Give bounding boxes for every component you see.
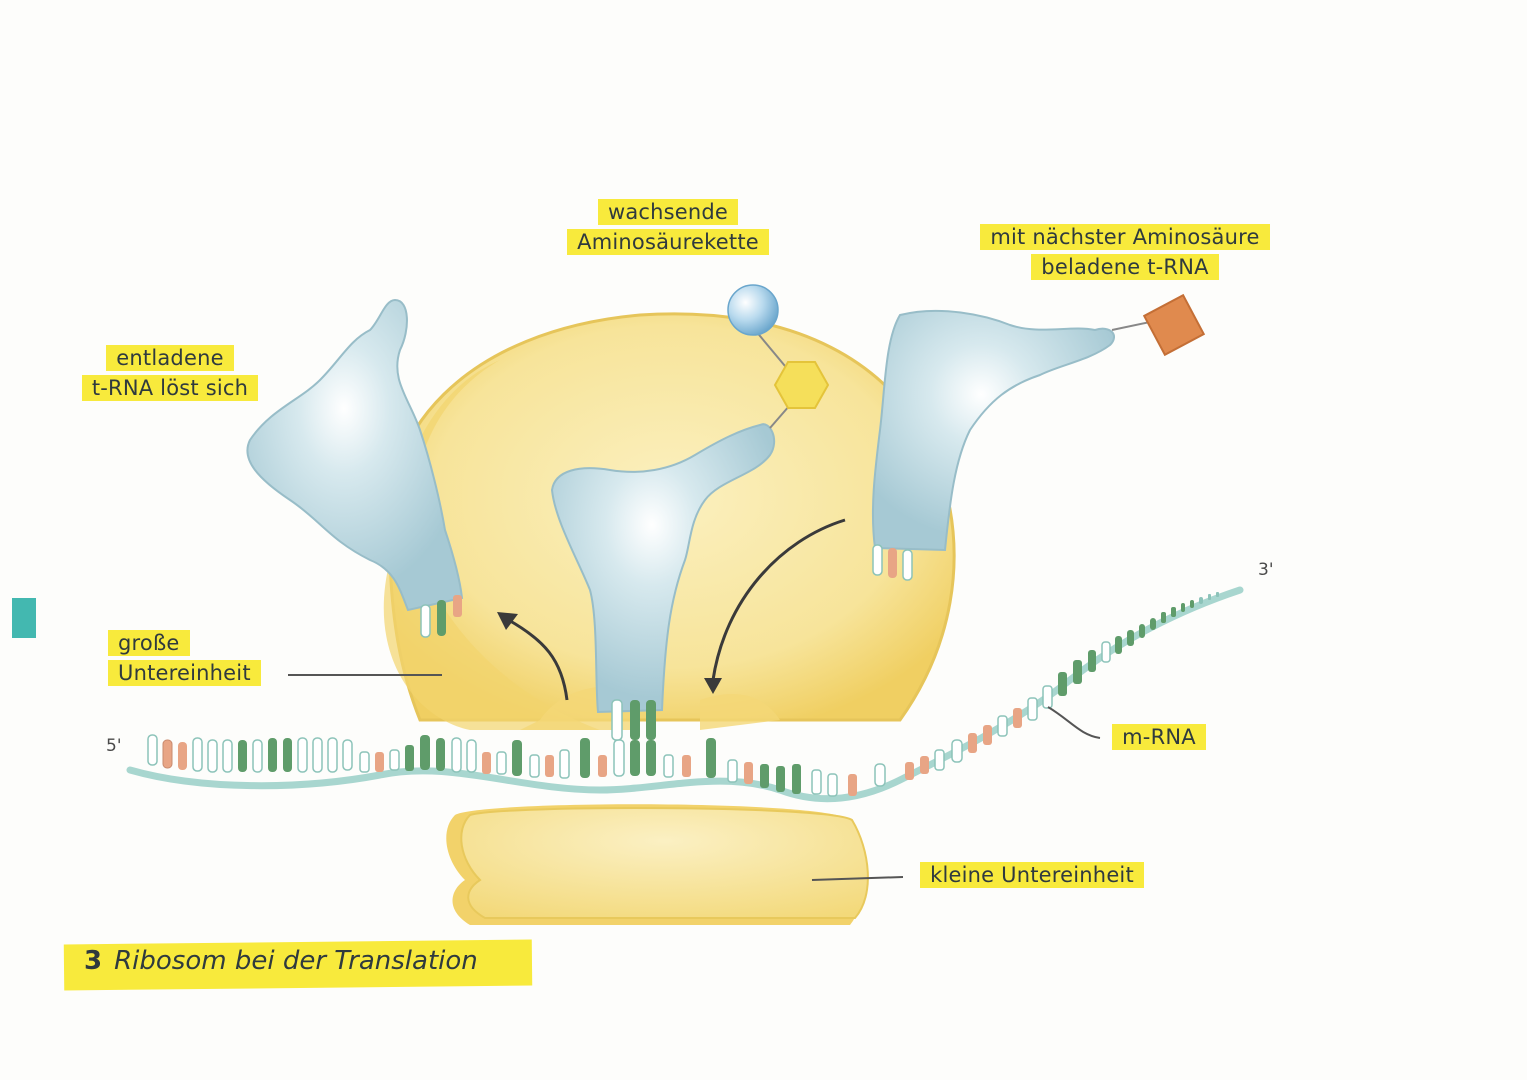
small-subunit <box>446 804 869 925</box>
label-kleine-text: kleine Untereinheit <box>920 862 1144 888</box>
label-three-prime: 3' <box>1258 560 1274 580</box>
label-naechste-aminosaeure: mit nächster Aminosäure beladene t-RNA <box>930 222 1320 282</box>
label-wachsende-line1: wachsende <box>597 199 739 225</box>
label-five-prime: 5' <box>106 736 122 756</box>
exit-arrowhead <box>497 612 518 630</box>
label-naechste-line2: beladene t-RNA <box>1031 254 1219 280</box>
label-entladene-line1: entladene <box>106 345 234 371</box>
caption-title: Ribosom bei der Translation <box>114 946 478 976</box>
side-marker <box>12 598 36 638</box>
label-grosse-line2: Untereinheit <box>108 660 261 686</box>
pointer-kleine-untereinheit <box>811 876 904 881</box>
caption-number: 3 <box>84 946 103 976</box>
label-mrna: m-RNA <box>1092 722 1226 752</box>
amino-acid-chain <box>727 284 830 429</box>
label-wachsende-line2: Aminosäurekette <box>567 229 769 255</box>
figure-caption: 3 Ribosom bei der Translation <box>84 946 478 976</box>
label-entladene-trna: entladene t-RNA löst sich <box>58 343 282 403</box>
trna-middle <box>550 423 776 741</box>
pointer-mrna <box>1047 706 1101 739</box>
label-entladene-line2: t-RNA löst sich <box>81 375 259 401</box>
label-naechste-line1: mit nächster Aminosäure <box>980 224 1270 250</box>
trna-right <box>871 293 1206 581</box>
label-kleine-untereinheit: kleine Untereinheit <box>892 860 1172 890</box>
exit-arrow <box>504 616 569 701</box>
label-grosse-untereinheit: große Untereinheit <box>108 628 308 688</box>
label-wachsende-aminosaeurekette: wachsende Aminosäurekette <box>528 197 808 257</box>
trna-left <box>246 298 464 638</box>
label-mrna-text: m-RNA <box>1112 724 1206 750</box>
label-grosse-line1: große <box>108 630 190 656</box>
enter-arrowhead <box>704 678 722 694</box>
mrna-bases <box>147 592 1219 797</box>
enter-arrow <box>711 518 846 681</box>
